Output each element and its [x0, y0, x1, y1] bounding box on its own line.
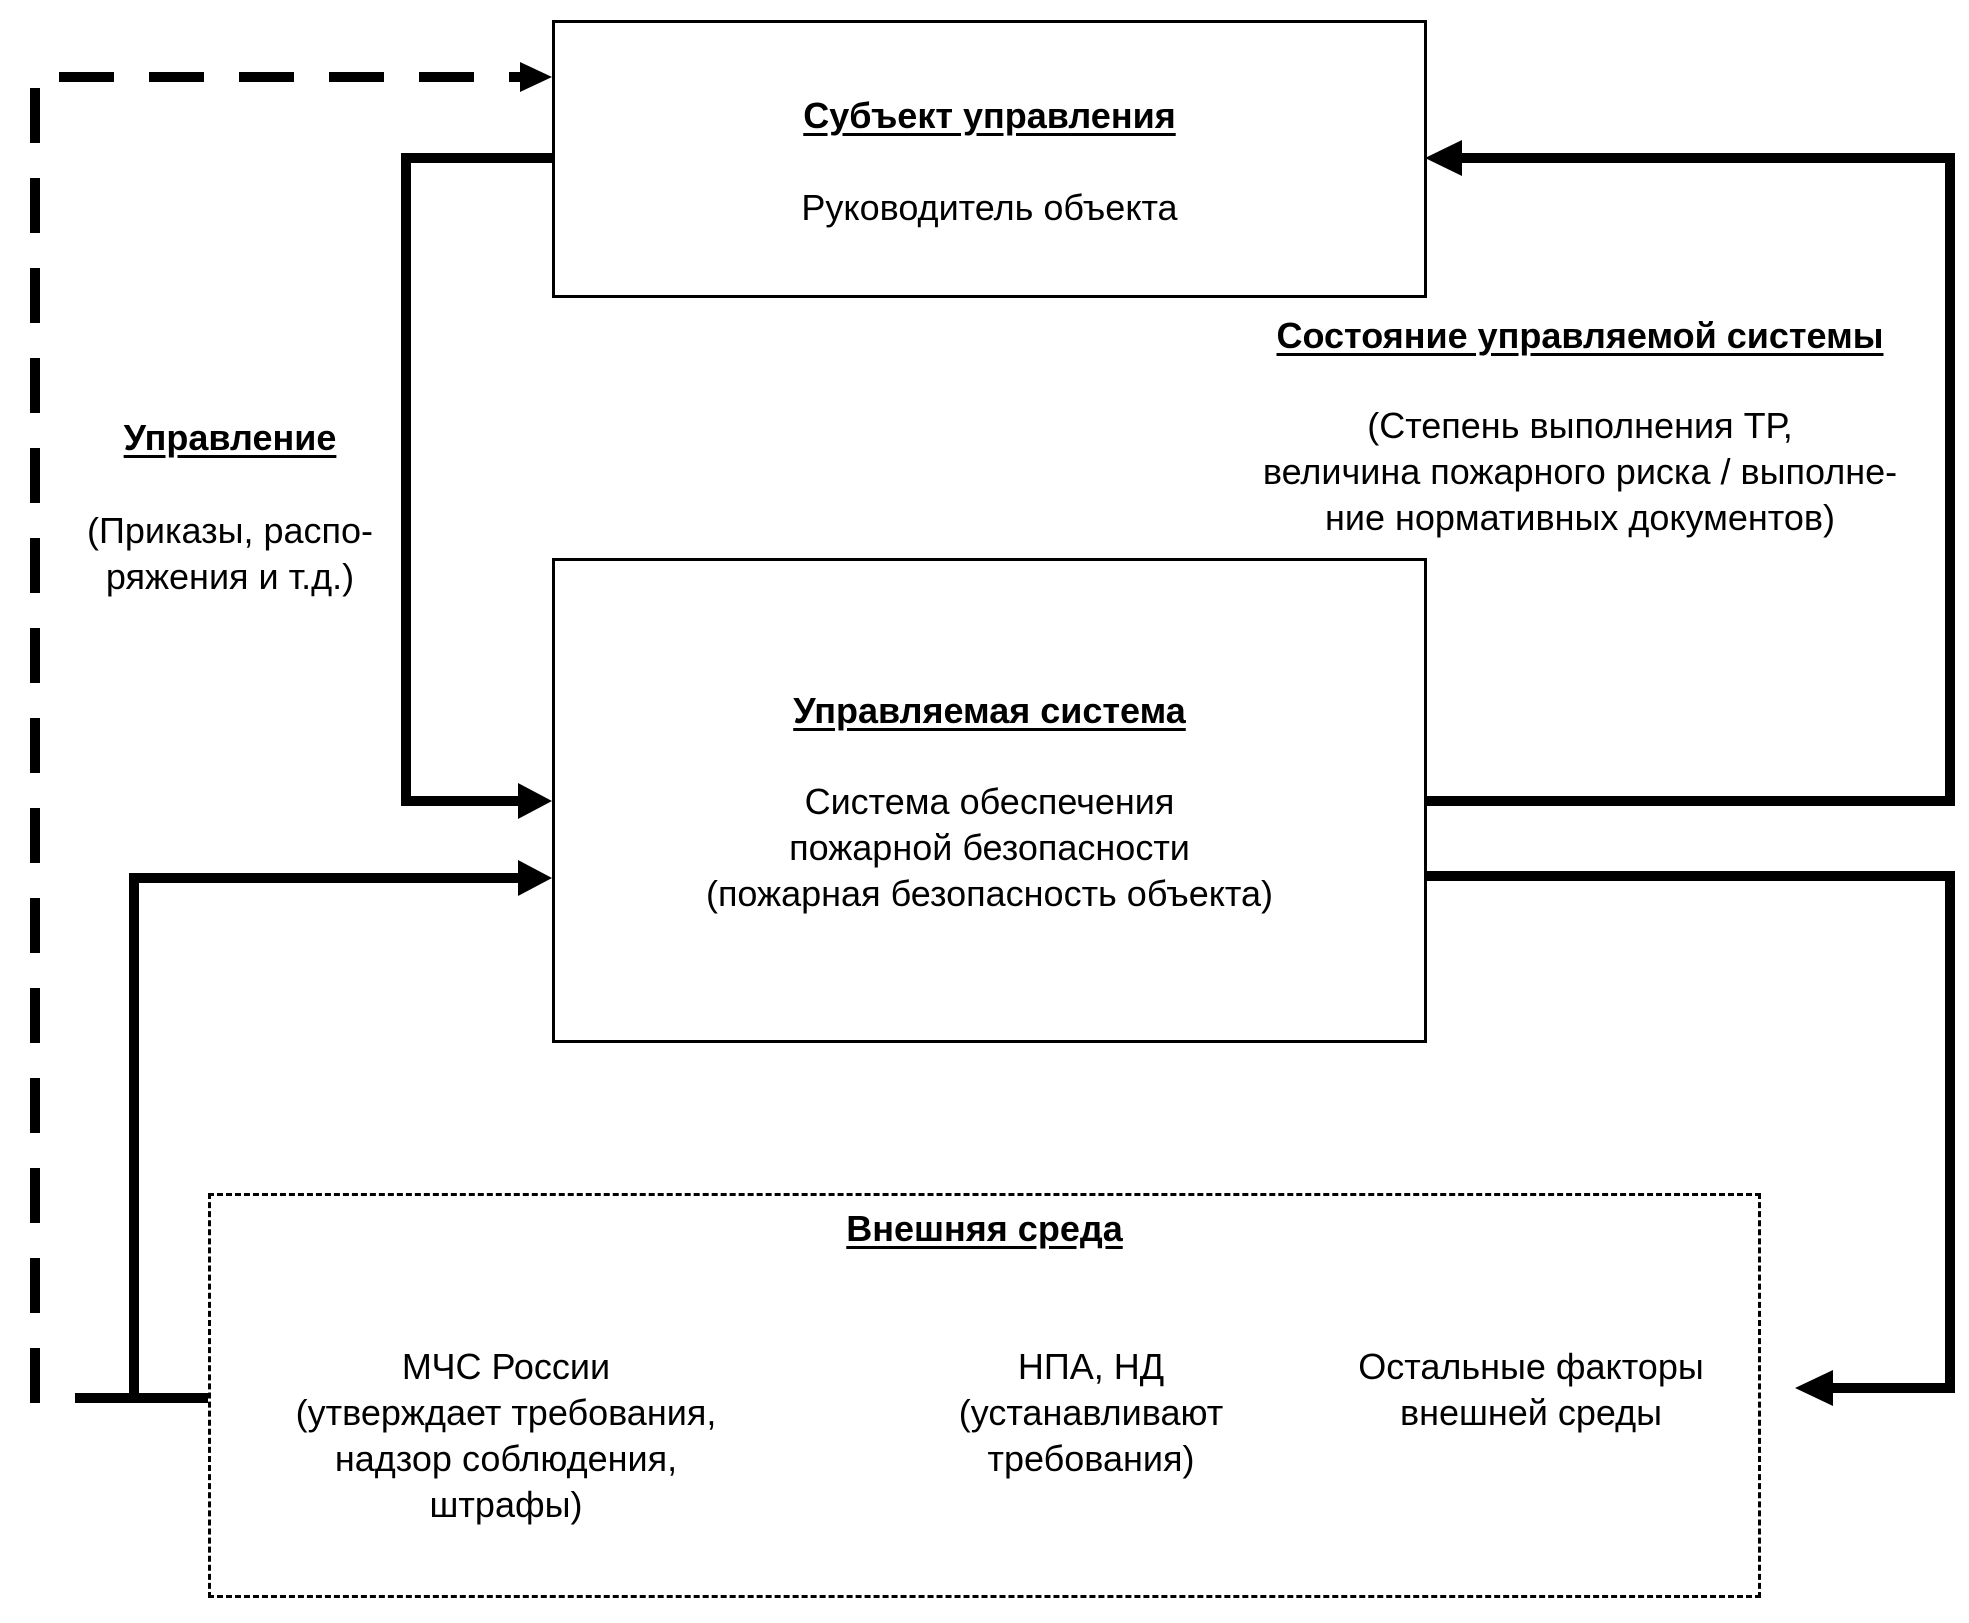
feedback-arrowhead	[1425, 140, 1462, 176]
feedback-arrow	[1425, 153, 1955, 806]
state-label-title: Состояние управляемой системы	[1276, 315, 1884, 356]
external-item-other-factors: Остальные факторы внешней среды	[1358, 1346, 1704, 1433]
environment-influence-arrowhead	[518, 860, 552, 896]
output-arrow	[1418, 871, 1955, 1393]
subject-box: Субъект управления Руководитель объекта	[552, 20, 1427, 298]
control-arrow	[401, 153, 552, 806]
control-label-title: Управление	[123, 417, 337, 458]
subject-title: Субъект управления	[803, 95, 1176, 136]
managed-system-title: Управляемая система	[793, 690, 1186, 731]
external-environment-box: Внешняя среда МЧС России (утверждает тре…	[208, 1193, 1761, 1598]
control-arrowhead	[518, 783, 552, 819]
state-label-body: (Степень выполнения ТР, величина пожарно…	[1262, 405, 1898, 538]
external-item-mchs: МЧС России (утверждает требования, надзо…	[295, 1346, 717, 1525]
subject-body: Руководитель объекта	[801, 187, 1178, 228]
output-arrowhead	[1795, 1370, 1833, 1406]
external-item-npa: НПА, НД (устанавливают требования)	[958, 1346, 1224, 1479]
dashed-control-line	[30, 72, 520, 1403]
dashed-line-arrowhead	[520, 62, 552, 92]
managed-system-box: Управляемая система Система обеспечения …	[552, 558, 1427, 1043]
control-label-body: (Приказы, распо- ряжения и т.д.)	[86, 510, 374, 597]
external-environment-title: Внешняя среда	[846, 1208, 1123, 1249]
environment-influence-arrow	[129, 873, 520, 1403]
managed-system-body: Система обеспечения пожарной безопасност…	[705, 781, 1274, 914]
